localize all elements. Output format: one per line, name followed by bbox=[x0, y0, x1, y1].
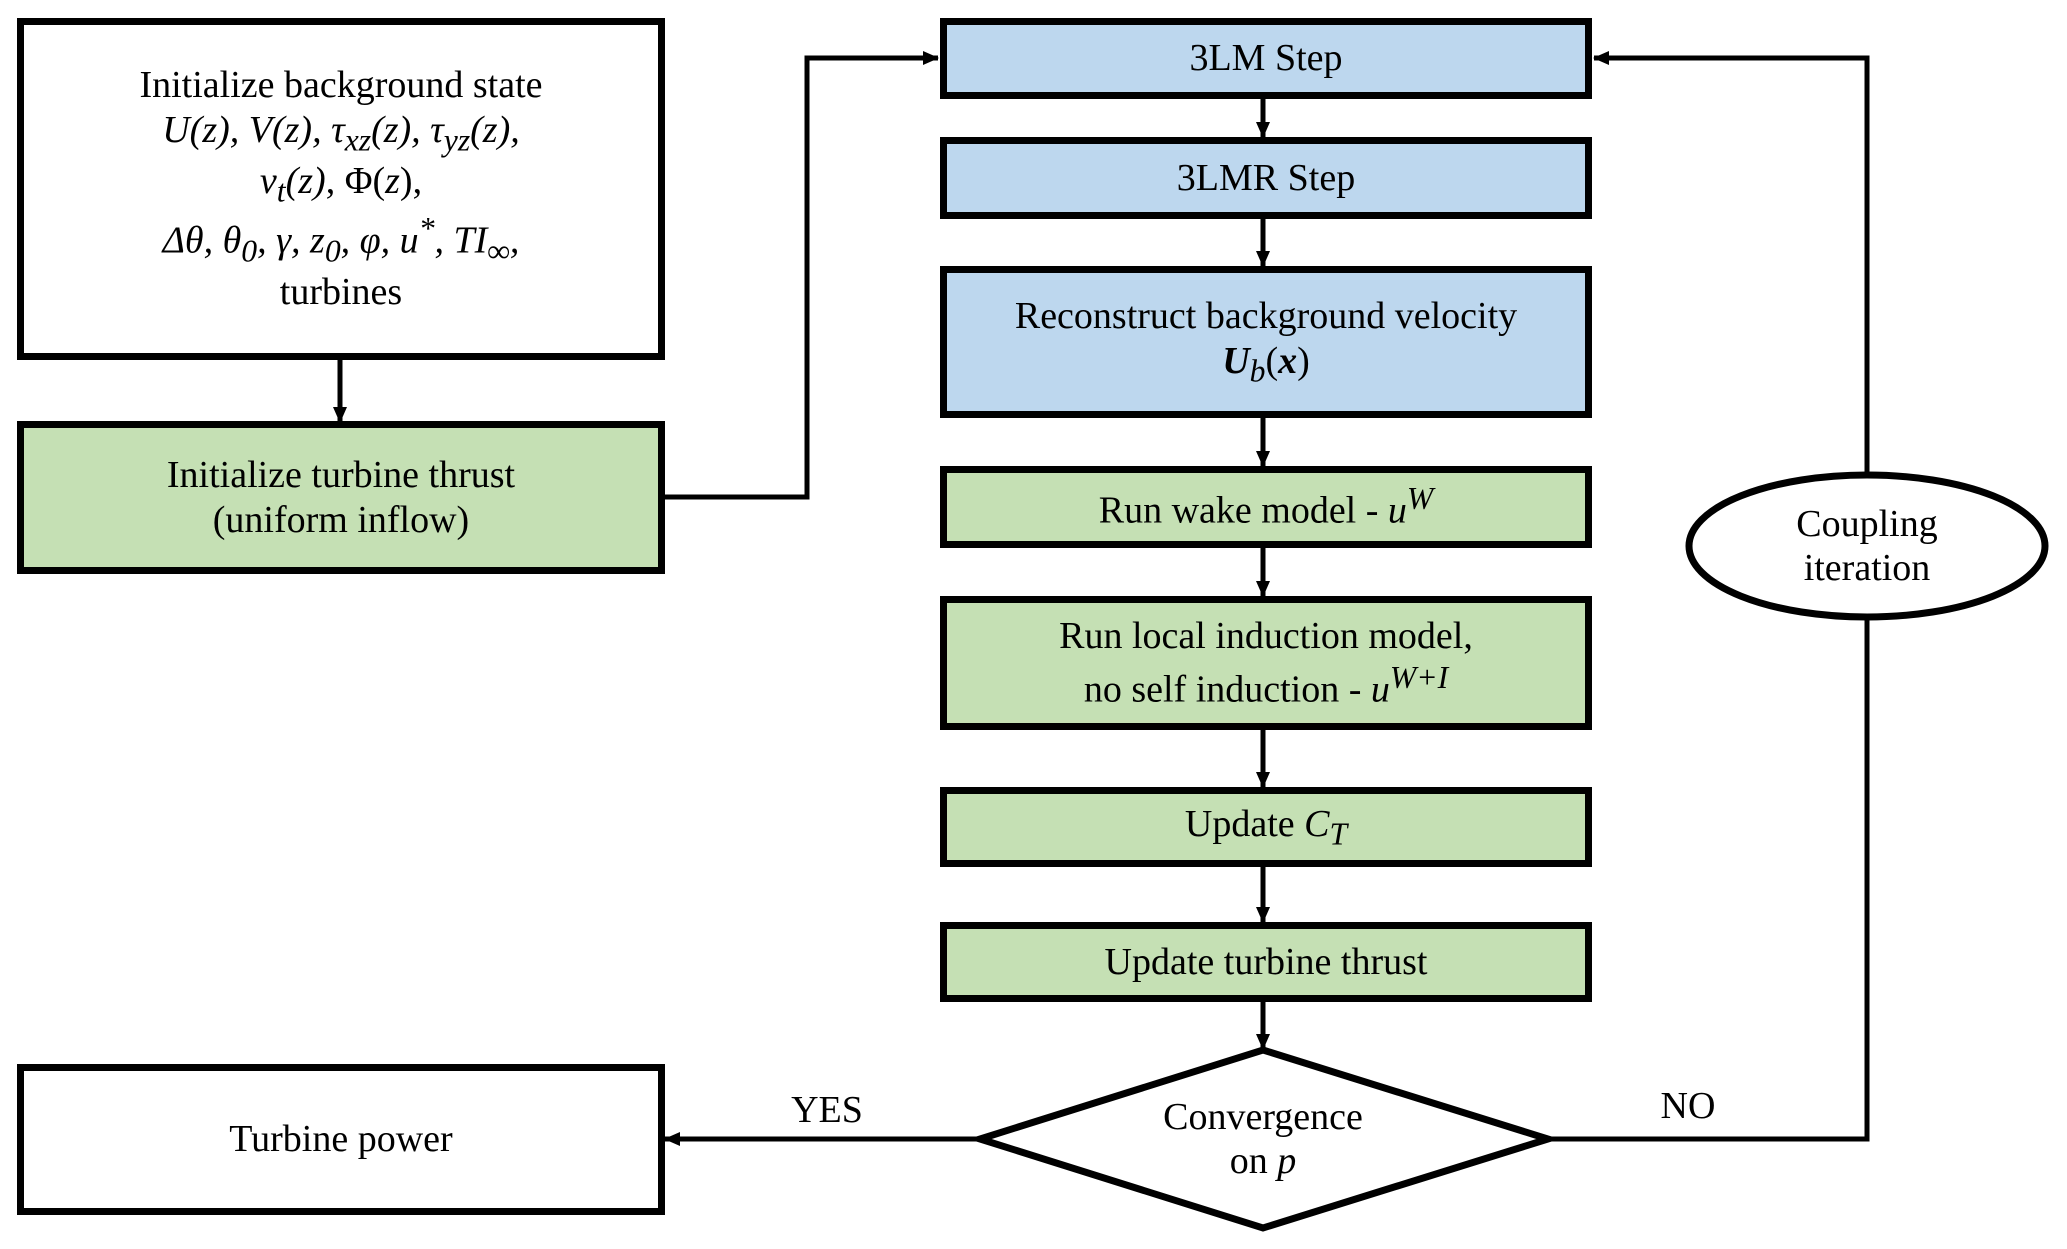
init-thrust-line1: Initialize turbine thrust bbox=[166, 453, 516, 496]
turbine-power-box: Turbine power bbox=[17, 1064, 665, 1215]
3lmr-step-box: 3LMR Step bbox=[940, 137, 1592, 219]
induction-line2: no self induction - uW+I bbox=[1083, 659, 1449, 711]
init-background-state-box: Initialize background state U(z), V(z), … bbox=[17, 18, 665, 360]
init-background-vars-line3: Δθ, θ0, γ, z0, φ, u*, TI∞, bbox=[162, 211, 520, 269]
convergence-line2: on p bbox=[1229, 1140, 1297, 1182]
convergence-text: Convergence on p bbox=[1080, 1085, 1446, 1195]
run-wake-model-box: Run wake model - uW bbox=[940, 466, 1592, 548]
init-turbine-thrust-box: Initialize turbine thrust (uniform inflo… bbox=[17, 421, 665, 574]
convergence-line1: Convergence bbox=[1163, 1096, 1363, 1139]
init-thrust-line2: (uniform inflow) bbox=[212, 498, 470, 541]
coupling-iteration-ellipse bbox=[1685, 471, 2049, 621]
edge-convergence-no-to-coupling bbox=[1548, 619, 1870, 1142]
convergence-diamond bbox=[968, 1046, 1560, 1232]
run-induction-model-box: Run local induction model, no self induc… bbox=[940, 596, 1592, 730]
update-thrust-label: Update turbine thrust bbox=[1104, 940, 1428, 983]
coupling-line1: Coupling bbox=[1796, 503, 1938, 546]
update-ct-label: Update CT bbox=[1184, 802, 1348, 852]
update-ct-box: Update CT bbox=[940, 787, 1592, 867]
init-background-vars-line2: νt(z), Φ(z), bbox=[259, 160, 423, 209]
3lm-step-label: 3LM Step bbox=[1189, 37, 1343, 80]
init-background-vars-line1: U(z), V(z), τxz(z), τyz(z), bbox=[162, 109, 520, 158]
induction-line1: Run local induction model, bbox=[1059, 614, 1473, 657]
3lmr-step-label: 3LMR Step bbox=[1176, 156, 1356, 199]
3lm-step-box: 3LM Step bbox=[940, 18, 1592, 99]
reconstruct-velocity-box: Reconstruct background velocity Ub(x) bbox=[940, 266, 1592, 418]
edge-init-thrust-to-3lm bbox=[663, 51, 939, 500]
wake-model-label: Run wake model - uW bbox=[1098, 481, 1434, 532]
yes-label: YES bbox=[791, 1089, 863, 1131]
no-label: NO bbox=[1660, 1085, 1716, 1127]
reconstruct-symbol: Ub(x) bbox=[1222, 339, 1310, 389]
init-background-vars-line4: turbines bbox=[279, 270, 403, 313]
update-turbine-thrust-box: Update turbine thrust bbox=[940, 922, 1592, 1002]
coupling-iteration-text: Coupling iteration bbox=[1717, 492, 2017, 602]
init-background-title: Initialize background state bbox=[139, 64, 543, 107]
coupling-line2: iteration bbox=[1803, 547, 1931, 589]
turbine-power-label: Turbine power bbox=[229, 1118, 453, 1161]
reconstruct-label: Reconstruct background velocity bbox=[1014, 295, 1518, 338]
edge-coupling-to-3lm bbox=[1593, 51, 1870, 473]
